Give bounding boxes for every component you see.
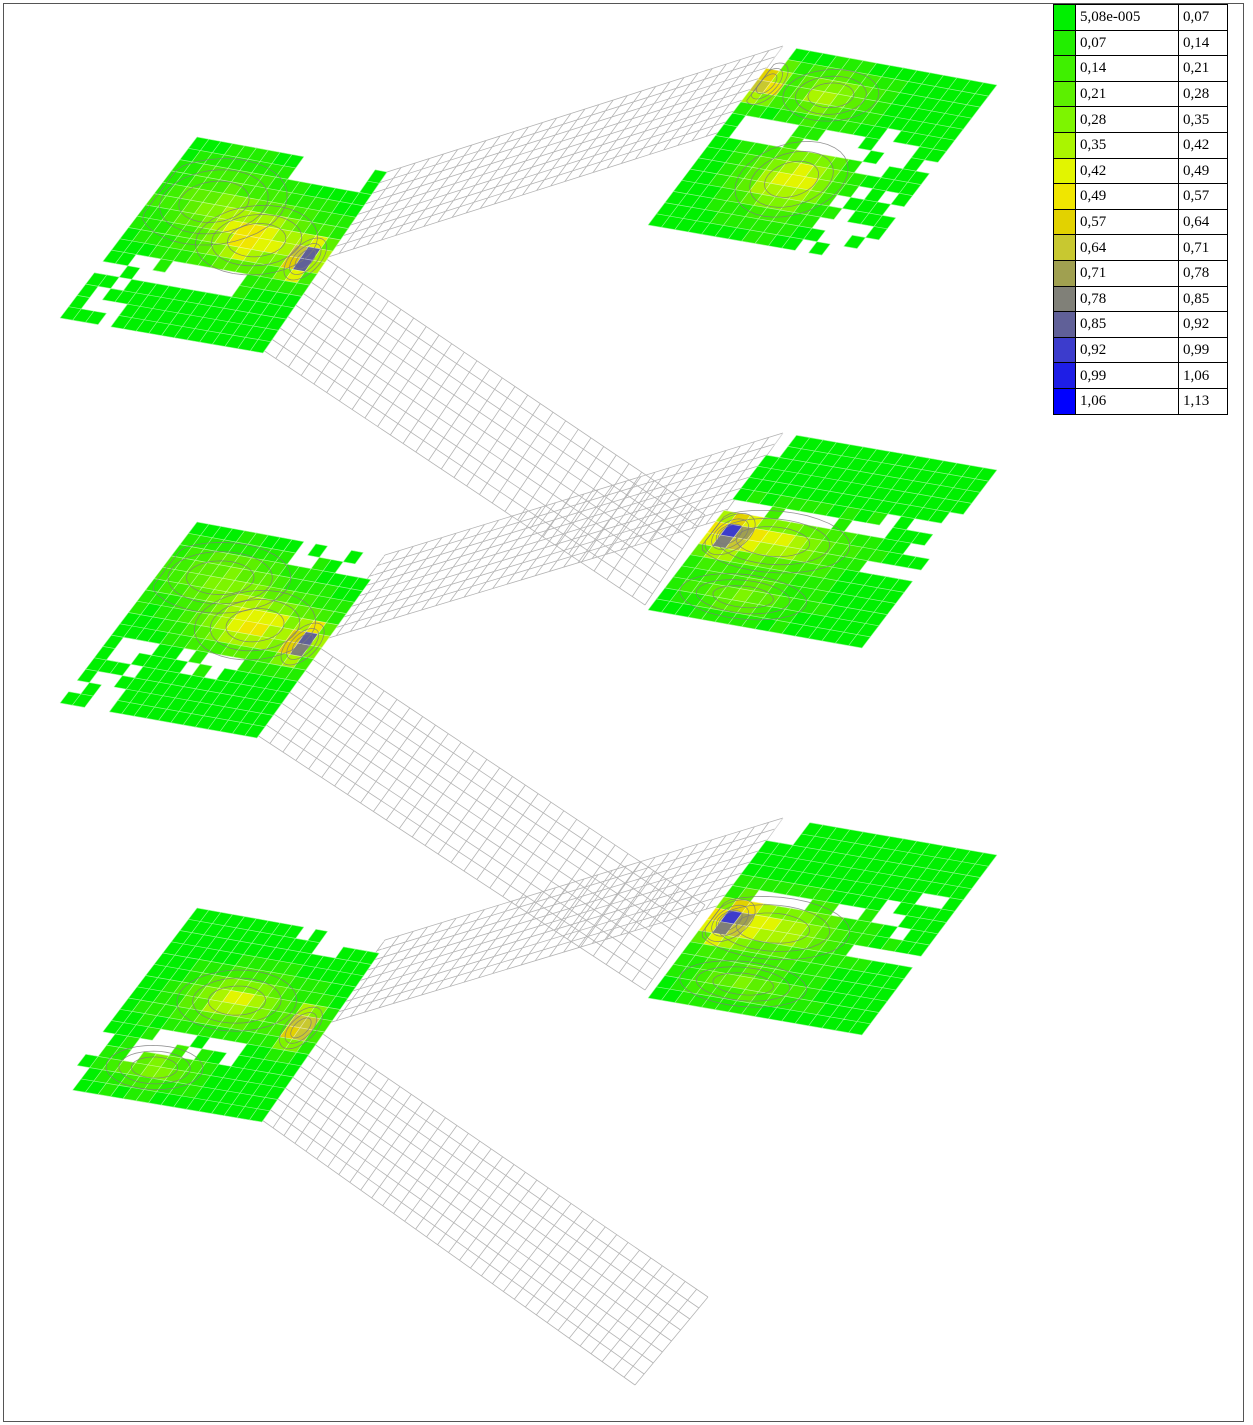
legend-range-from: 0,07 bbox=[1075, 29, 1179, 57]
legend-range-to: 0,78 bbox=[1178, 259, 1228, 287]
flight-2-down bbox=[256, 647, 706, 991]
legend-range-from: 0,78 bbox=[1075, 285, 1179, 313]
legend-swatch bbox=[1053, 285, 1076, 313]
legend-range-to: 0,14 bbox=[1178, 29, 1228, 57]
legend-range-to: 0,42 bbox=[1178, 131, 1228, 159]
legend-range-from: 5,08e-005 bbox=[1075, 4, 1179, 31]
legend-swatch bbox=[1053, 80, 1076, 108]
legend-swatch bbox=[1053, 29, 1076, 57]
legend-range-from: 0,28 bbox=[1075, 106, 1179, 133]
legend-range-to: 0,92 bbox=[1178, 311, 1228, 338]
legend-swatch bbox=[1053, 362, 1076, 389]
legend-range-from: 1,06 bbox=[1075, 387, 1179, 415]
legend-range-to: 0,07 bbox=[1178, 4, 1228, 31]
flight-1-up bbox=[324, 45, 784, 259]
landing-right-1 bbox=[647, 45, 998, 263]
legend-range-to: 0,28 bbox=[1178, 80, 1228, 108]
flight-1-down bbox=[262, 257, 706, 606]
legend-range-to: 1,06 bbox=[1178, 362, 1228, 389]
landing-left-3 bbox=[59, 907, 388, 1123]
legend-range-from: 0,71 bbox=[1075, 259, 1179, 287]
legend-range-from: 0,35 bbox=[1075, 131, 1179, 159]
legend-range-to: 0,35 bbox=[1178, 106, 1228, 133]
legend-range-from: 0,85 bbox=[1075, 311, 1179, 338]
landing-right-2 bbox=[647, 432, 998, 649]
legend-swatch bbox=[1053, 183, 1076, 210]
landing-left-2 bbox=[59, 521, 388, 739]
legend-range-to: 1,13 bbox=[1178, 387, 1228, 415]
legend-range-to: 0,21 bbox=[1178, 55, 1228, 82]
landing-right-3 bbox=[647, 817, 998, 1036]
legend-swatch bbox=[1053, 4, 1076, 31]
legend-range-from: 0,21 bbox=[1075, 80, 1179, 108]
legend-swatch bbox=[1053, 157, 1076, 185]
legend-swatch bbox=[1053, 387, 1076, 415]
legend-range-from: 0,99 bbox=[1075, 362, 1179, 389]
legend-range-to: 0,85 bbox=[1178, 285, 1228, 313]
legend-range-to: 0,71 bbox=[1178, 234, 1228, 261]
legend-swatch bbox=[1053, 208, 1076, 236]
legend-swatch bbox=[1053, 234, 1076, 261]
legend-range-from: 0,42 bbox=[1075, 157, 1179, 185]
legend-swatch bbox=[1053, 311, 1076, 338]
legend-swatch bbox=[1053, 55, 1076, 82]
flight-3-up bbox=[321, 817, 784, 1026]
legend-swatch bbox=[1053, 336, 1076, 364]
legend-swatch bbox=[1053, 259, 1076, 287]
legend-range-from: 0,57 bbox=[1075, 208, 1179, 236]
legend-swatch bbox=[1053, 131, 1076, 159]
legend-range-to: 0,99 bbox=[1178, 336, 1228, 364]
legend-range-to: 0,64 bbox=[1178, 208, 1228, 236]
flight-2-up bbox=[321, 432, 784, 641]
legend-swatch bbox=[1053, 106, 1076, 133]
legend-range-to: 0,49 bbox=[1178, 157, 1228, 185]
legend-range-from: 0,49 bbox=[1075, 183, 1179, 210]
legend-range-from: 0,14 bbox=[1075, 55, 1179, 82]
flight-3-down bbox=[261, 1031, 709, 1386]
legend-range-from: 0,64 bbox=[1075, 234, 1179, 261]
landing-left-1 bbox=[59, 136, 388, 354]
legend-range-to: 0,57 bbox=[1178, 183, 1228, 210]
legend-range-from: 0,92 bbox=[1075, 336, 1179, 364]
